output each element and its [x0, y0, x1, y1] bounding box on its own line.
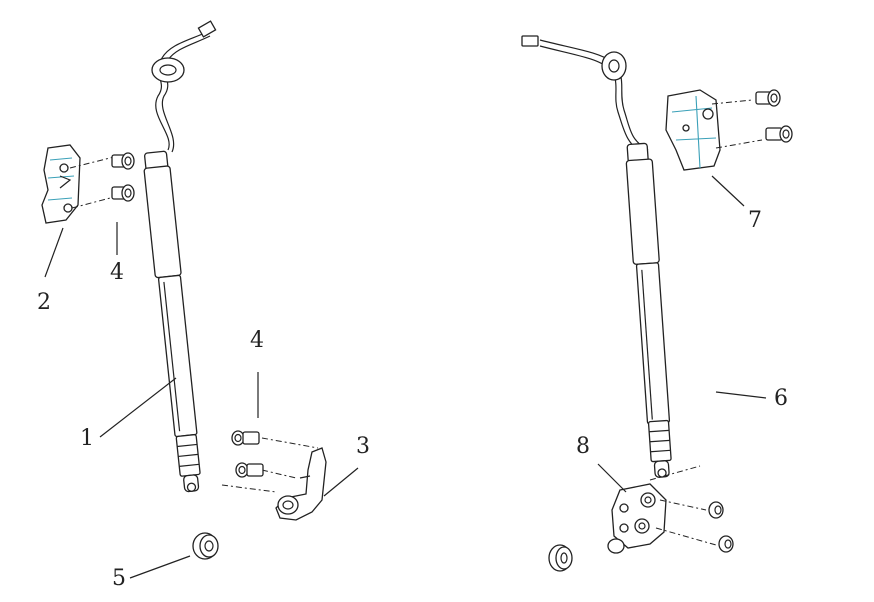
leader-1: [99, 377, 177, 438]
cap-5: [192, 532, 219, 560]
leader-7: [711, 175, 745, 207]
bracket-2: [41, 144, 81, 224]
bolt-upper-left: [111, 152, 135, 170]
callout-4-lower: 4: [250, 328, 264, 353]
cap-right: [548, 544, 573, 572]
callout-5: 5: [112, 566, 126, 591]
bolt-right-upper: [755, 89, 781, 107]
left-strut-body: [143, 150, 201, 493]
leader-3: [323, 467, 359, 497]
callout-6: 6: [774, 386, 788, 411]
leader-8: [597, 463, 627, 493]
bolt-lower-left: [111, 184, 135, 202]
leader-5: [129, 555, 191, 579]
bracket-3: [275, 447, 327, 521]
leader-2: [44, 227, 64, 278]
callout-7: 7: [748, 208, 762, 233]
left-strut-cable: [151, 20, 217, 153]
nut-right-upper: [708, 501, 724, 519]
nut-right-lower: [718, 535, 734, 553]
bracket-7: [665, 89, 721, 171]
callout-8: 8: [576, 434, 590, 459]
callout-4-upper: 4: [110, 260, 124, 285]
right-strut-cable: [521, 35, 649, 155]
bolt-right-lower: [765, 125, 793, 143]
bolt-upper-right-left: [231, 430, 260, 446]
callout-1: 1: [80, 426, 94, 451]
callout-3: 3: [356, 434, 370, 459]
bolt-lower-right-left: [235, 462, 264, 478]
callout-2: 2: [37, 290, 51, 315]
leader-6: [715, 391, 767, 399]
right-strut-body: [625, 142, 672, 478]
bracket-8: [607, 483, 667, 554]
